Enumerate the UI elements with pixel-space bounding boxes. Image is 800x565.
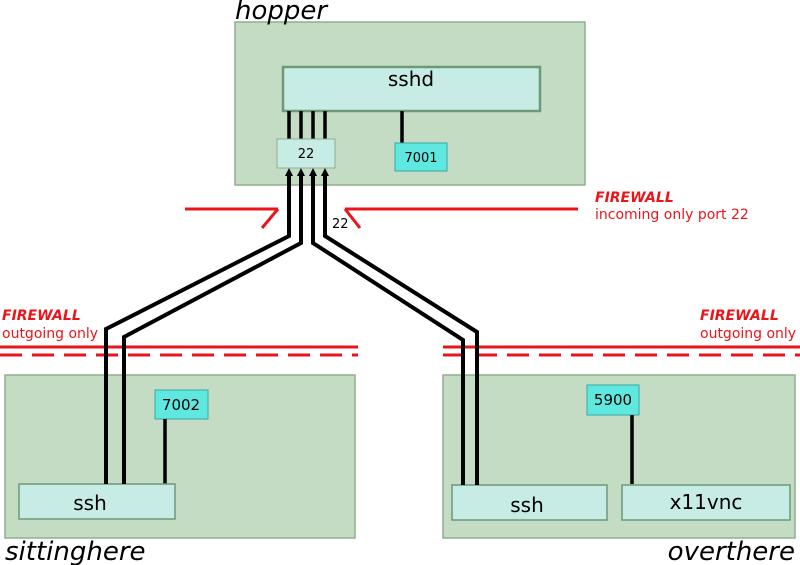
host-overthere: overthere 5900 ssh x11vnc — [442, 374, 796, 565]
port-7001-box — [394, 142, 448, 172]
tunnel-right-line-1 — [321, 168, 479, 485]
firewall-top: 22 FIREWALL incoming only port 22 — [185, 190, 749, 232]
firewall-left-title: FIREWALL — [2, 308, 81, 324]
tunnel-right-line-2 — [309, 168, 465, 485]
ssh-process-right — [451, 484, 608, 521]
firewall-left-subtitle: outgoing only — [2, 326, 98, 342]
host-sittinghere: sittinghere 7002 ssh — [4, 374, 356, 565]
ssh-process-left — [18, 483, 176, 520]
tunnel-connections — [104, 168, 479, 485]
firewall-top-title: FIREWALL — [595, 190, 674, 206]
firewall-top-left-flap — [260, 208, 280, 229]
firewall-right-subtitle: outgoing only — [700, 326, 796, 342]
ssh-right-label: ssh — [510, 493, 544, 517]
ssh-left-label: ssh — [73, 491, 107, 515]
firewall-top-subtitle: incoming only port 22 — [595, 207, 749, 223]
host-hopper: hopper sshd 22 7001 — [234, 0, 586, 186]
port-7002-label: 7002 — [162, 396, 200, 414]
firewall-right-title: FIREWALL — [700, 308, 779, 324]
port-22-box — [276, 138, 336, 169]
x11vnc-label: x11vnc — [670, 490, 743, 514]
port-7001-label: 7001 — [404, 151, 437, 166]
x11vnc-process — [621, 484, 791, 521]
port-22-label: 22 — [298, 147, 315, 162]
firewall-right: FIREWALL outgoing only — [443, 308, 800, 357]
tunnel-left-line-2 — [122, 168, 305, 484]
host-hopper-label: hopper — [235, 0, 329, 26]
host-sittinghere-label: sittinghere — [5, 537, 146, 565]
port-5900-box — [586, 384, 640, 416]
firewall-top-right-flap — [343, 208, 362, 229]
port-7002-box — [154, 389, 209, 420]
tunnel-left-line-1 — [104, 168, 293, 484]
incoming-port-22-label: 22 — [332, 217, 349, 232]
sshd-label: sshd — [388, 67, 434, 91]
port-5900-label: 5900 — [594, 391, 632, 409]
host-overthere-label: overthere — [668, 537, 795, 565]
sshd-process — [281, 65, 542, 113]
firewall-left: FIREWALL outgoing only — [0, 308, 358, 357]
